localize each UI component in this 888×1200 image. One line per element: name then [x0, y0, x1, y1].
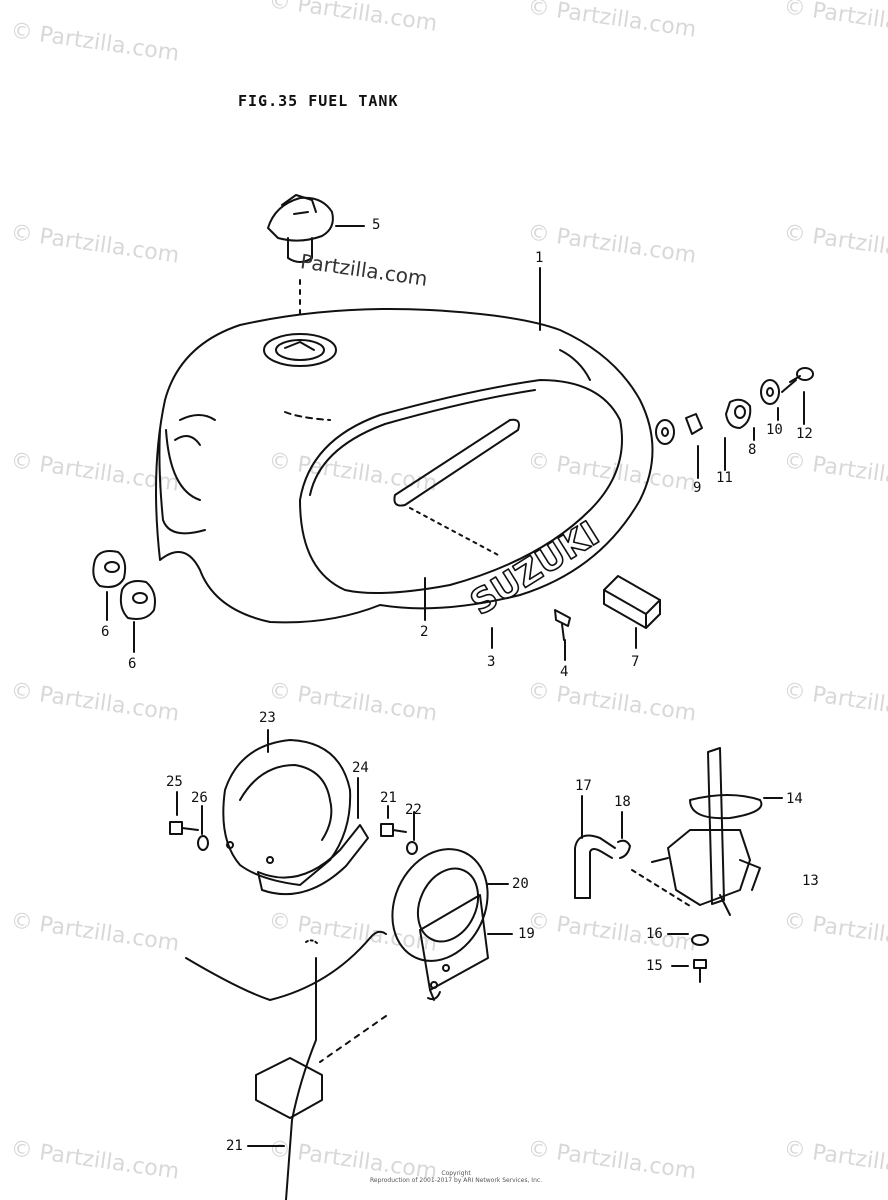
callout-4: 4: [560, 664, 569, 680]
tank-strip: [393, 418, 520, 507]
callout-16: 16: [646, 926, 663, 942]
callout-11: 11: [716, 470, 733, 486]
callout-10: 10: [766, 422, 783, 438]
leader-line: [319, 1015, 387, 1063]
cover-plate-part: [222, 739, 352, 886]
mount-hardware: [655, 367, 814, 445]
callout-19: 19: [518, 926, 535, 942]
fuel-gauge-part: [391, 848, 489, 1001]
callout-22: 22: [405, 802, 422, 818]
fuel-cock-part: [651, 747, 763, 916]
figure-title: FIG.35 FUEL TANK: [238, 92, 399, 110]
callout-8: 8: [748, 442, 757, 458]
callout-21: 21: [380, 790, 397, 806]
callout-7: 7: [631, 654, 640, 670]
connector-part: [255, 1057, 323, 1119]
filler-neck: [263, 333, 337, 367]
leader-line: [409, 507, 501, 557]
callout-25: 25: [166, 774, 183, 790]
screw-part: [691, 934, 709, 983]
callout-13: 13: [802, 873, 819, 889]
callout-21: 21: [226, 1138, 243, 1154]
bolt-part: [380, 823, 418, 855]
copyright-line: Copyright: [441, 1170, 471, 1177]
rubber-pad-part: [603, 575, 661, 629]
callout-3: 3: [487, 654, 496, 670]
callout-6: 6: [128, 656, 137, 672]
callout-6: 6: [101, 624, 110, 640]
cushion-strip-part: [257, 824, 369, 896]
cushion-part: [92, 550, 156, 620]
callout-5: 5: [372, 217, 381, 233]
callout-1: 1: [535, 250, 544, 266]
callout-14: 14: [786, 791, 803, 807]
bolt-part: [169, 821, 209, 851]
copyright-line: Reproduction of 2001-2017 by ARI Network…: [370, 1177, 543, 1184]
callout-12: 12: [796, 426, 813, 442]
callout-9: 9: [693, 480, 702, 496]
callout-24: 24: [352, 760, 369, 776]
callout-15: 15: [646, 958, 663, 974]
callout-18: 18: [614, 794, 631, 810]
leader-line: [631, 869, 691, 907]
fuel-cap-part: [267, 194, 334, 263]
copyright-notice: Copyright Reproduction of 2001-2017 by A…: [370, 1170, 542, 1184]
callout-20: 20: [512, 876, 529, 892]
callout-2: 2: [420, 624, 429, 640]
callout-17: 17: [575, 778, 592, 794]
fuel-hose-part: [574, 834, 631, 899]
wiring-harness: [185, 930, 387, 1200]
screw-part: [554, 609, 571, 641]
fuel-tank-body: [155, 308, 654, 624]
callout-26: 26: [191, 790, 208, 806]
callout-23: 23: [259, 710, 276, 726]
suzuki-emblem: SUZUKI: [464, 514, 607, 624]
